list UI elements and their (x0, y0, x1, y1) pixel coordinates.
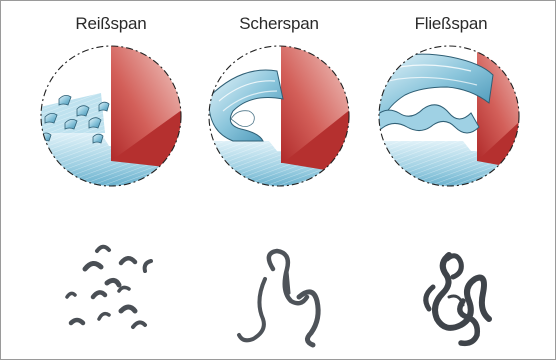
reissspan-detail (31, 41, 201, 191)
fliessspan-chips-photo (426, 255, 489, 343)
reissspan-chips-photo (67, 247, 151, 327)
fliessspan-detail (371, 41, 531, 191)
scherspan-detail (201, 41, 361, 191)
scherspan-chips-photo (239, 251, 318, 345)
